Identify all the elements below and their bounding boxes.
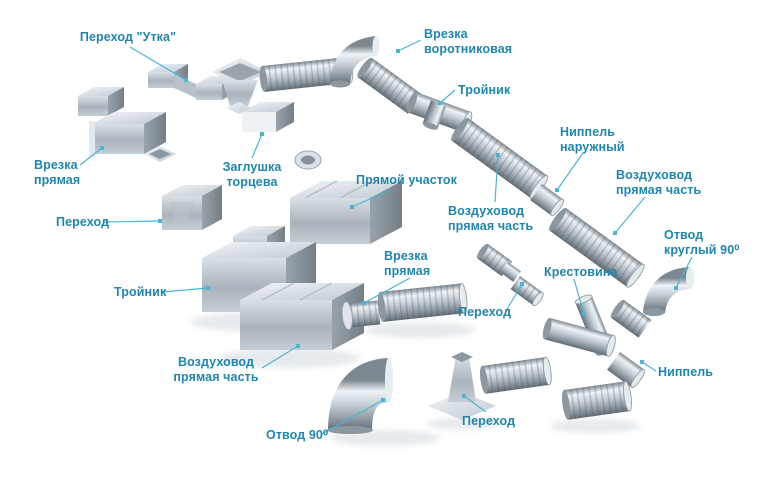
part-rect-elbow-90 [327,357,393,434]
part-spiral-duct-center [377,282,468,322]
part-small-flange [144,146,176,162]
part-funnel-transition [428,352,496,420]
label-vrezka-pryamaya-left: Врезка прямая [34,158,81,187]
label-vozdukhovod-bottom: Воздуховод прямая часть [173,355,259,384]
label-perekhod-center: Переход [458,305,512,319]
label-vrezka-vorotnikovaya: Врезка воротниковая [424,27,513,56]
label-perekhod-bottom: Переход [462,414,516,428]
label-otvod-kruglyy-90: Отвод круглый 90⁰ [664,228,740,257]
part-round-flange [294,150,322,170]
label-zaglushka-tortseva: Заглушка торцева [222,160,282,189]
label-vrezka-pryamaya-center: Врезка прямая [384,249,431,278]
label-vozdukhovod-center: Воздуховод прямая часть [448,204,534,233]
part-nipple [607,352,646,389]
label-perekhod-left: Переход [56,215,110,229]
part-spiral-duct-diagonal-1 [357,57,423,114]
part-spiral-duct-bottom-right [562,380,633,420]
part-small-box [78,87,124,116]
shadows [190,313,640,446]
part-rect-vrezka [89,112,166,157]
label-pryamoy-uchastok: Прямой участок [356,173,457,187]
leader-lines [79,39,693,435]
label-troynik-left: Тройник [114,285,167,299]
part-spiral-duct-diagonal-2 [451,117,549,199]
label-perekhod-utka: Переход "Утка" [79,30,177,44]
part-small-round-chain [476,243,544,307]
part-spiral-duct-bottom-center [479,356,552,394]
part-transition-box [162,185,222,230]
label-nippel: Ниппель [658,365,714,379]
part-small-connector [610,299,652,338]
label-nippel-naruzhnyy: Ниппель наружный [560,125,625,154]
part-round-elbow-top [330,36,380,88]
label-vozdukhovod-right: Воздуховод прямая часть [616,168,702,197]
label-troynik-top: Тройник [458,83,511,97]
part-rect-duct-straight [290,180,402,244]
part-round-vrezka [341,300,381,331]
part-cross [542,294,616,357]
label-otvod-90: Отвод 90⁰ [266,428,329,442]
part-end-cap [242,102,294,132]
part-spiral-duct-diagonal-3 [549,207,645,288]
label-krestovina: Крестовина [544,265,618,279]
part-round-elbow-90 [643,267,694,316]
leader-markers [100,49,678,402]
part-nipple-outer [530,184,565,217]
